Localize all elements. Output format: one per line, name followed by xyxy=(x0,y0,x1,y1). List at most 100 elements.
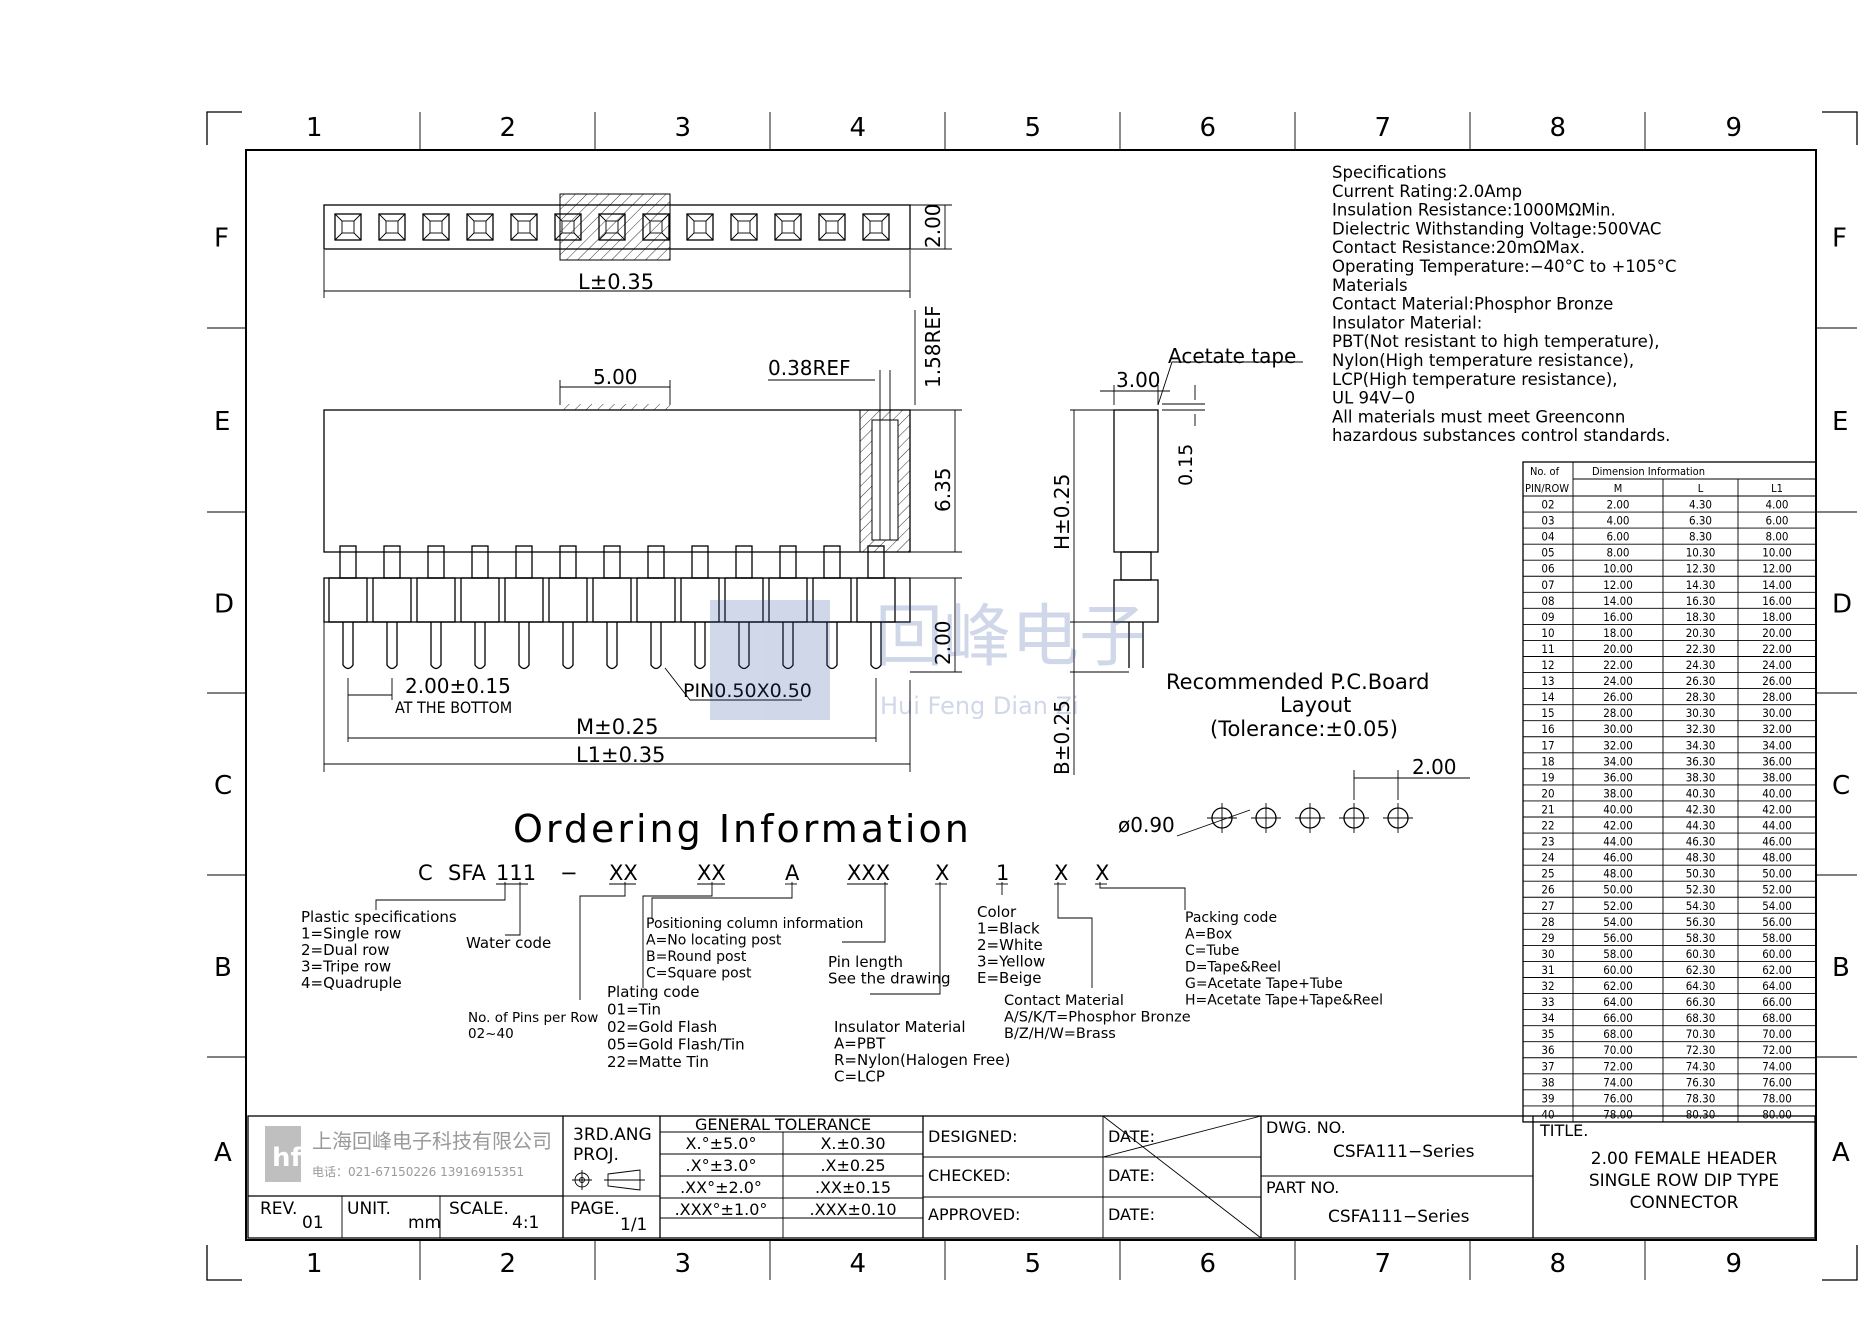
table-cell: 4.00 xyxy=(1765,498,1788,512)
ordering-title: Ordering Information xyxy=(513,807,972,851)
contact-corner xyxy=(837,213,846,222)
top-height-dim: 2.00 xyxy=(921,203,945,248)
contact-corner xyxy=(705,232,714,241)
contact-corner xyxy=(705,213,714,222)
spec-line: Specifications xyxy=(1332,163,1447,182)
title-block: hf 上海回峰电子科技有限公司 电话：021-67150226 13916915… xyxy=(247,1115,1816,1239)
contact-outer xyxy=(862,213,890,241)
contact-corner xyxy=(485,213,494,222)
table-cell: 72.00 xyxy=(1762,1043,1792,1057)
contact-corner xyxy=(661,232,670,241)
pin-housing xyxy=(372,577,412,623)
contact-outer xyxy=(598,213,626,241)
tolerance-angle: .XX°±2.0° xyxy=(680,1178,762,1197)
table-cell: 8.00 xyxy=(1765,530,1788,544)
checked-label: CHECKED: xyxy=(928,1166,1011,1185)
grid-col-label: 9 xyxy=(1726,1249,1743,1279)
grid-col-label: 3 xyxy=(675,1249,692,1279)
pin-housing xyxy=(504,577,544,623)
table-cell: 26.00 xyxy=(1603,690,1633,704)
pcb-hole-dim: ø0.90 xyxy=(1118,813,1175,837)
pin-housing xyxy=(548,577,588,623)
pin-upper xyxy=(559,545,577,579)
table-cell: 21 xyxy=(1541,802,1554,816)
table-cell: 20.00 xyxy=(1762,626,1792,640)
pin-tail xyxy=(386,622,398,670)
ref-038-dim: 0.38REF xyxy=(768,356,851,380)
insulator-text: C=LCP xyxy=(834,1068,885,1086)
table-cell: 40.30 xyxy=(1686,786,1716,800)
contact-outer xyxy=(818,213,846,241)
table-cell: 34.00 xyxy=(1603,754,1633,768)
grid-row-label: D xyxy=(214,590,234,620)
spec-line: LCP(High temperature resistance), xyxy=(1332,370,1618,389)
table-cell: 44.00 xyxy=(1603,835,1633,849)
table-cell: 54.00 xyxy=(1603,915,1633,929)
contact-corner xyxy=(554,232,563,241)
tolerance-title: GENERAL TOLERANCE xyxy=(695,1115,871,1134)
table-cell: 6.30 xyxy=(1689,514,1712,528)
pin-tail xyxy=(342,622,354,670)
grid-row-label: B xyxy=(214,953,232,983)
pin-tail xyxy=(430,622,442,670)
company-logo: hf xyxy=(265,1126,303,1182)
top-length-dim: L±0.35 xyxy=(578,270,654,294)
table-cell: 22.30 xyxy=(1686,642,1716,656)
insulator-text: A=PBT xyxy=(834,1035,886,1053)
grid-col-label: 1 xyxy=(306,113,323,143)
table-cell: 70.00 xyxy=(1603,1043,1633,1057)
pin-upper xyxy=(603,545,621,579)
pin-upper xyxy=(515,545,533,579)
pin-housing xyxy=(416,577,456,623)
table-cell: 23 xyxy=(1541,835,1554,849)
table-cell: 16.00 xyxy=(1762,594,1792,608)
spec-line: Contact Resistance:20mΩMax. xyxy=(1332,238,1585,257)
code-part: SFA xyxy=(448,861,486,885)
contact-corner xyxy=(573,232,582,241)
pin-upper xyxy=(383,545,401,579)
tolerance-linear: .XX±0.15 xyxy=(815,1178,891,1197)
pitch-bottom-dim: 2.00±0.15 xyxy=(405,674,511,698)
spec-line: Insulator Material: xyxy=(1332,313,1482,332)
table-cell: 15 xyxy=(1541,706,1554,720)
contact-corner xyxy=(793,232,802,241)
contact-outer xyxy=(774,213,802,241)
grid-col-label: 4 xyxy=(850,1249,867,1279)
table-cell: 56.00 xyxy=(1762,915,1792,929)
table-cell: 24.00 xyxy=(1603,674,1633,688)
spec-line: Operating Temperature:−40°C to +105°C xyxy=(1332,257,1677,276)
table-cell: 09 xyxy=(1541,610,1554,624)
pin-housing xyxy=(328,577,368,623)
contact-corner xyxy=(730,213,739,222)
grid-row-label: E xyxy=(1832,407,1848,437)
title-line: 2.00 FEMALE HEADER xyxy=(1591,1149,1778,1169)
pin-tail xyxy=(738,622,750,670)
table-cell: 39 xyxy=(1541,1091,1554,1105)
table-cell: 13 xyxy=(1541,674,1554,688)
code-part: 1 xyxy=(996,861,1009,885)
contact-outer xyxy=(422,213,450,241)
contact-corner xyxy=(353,232,362,241)
table-cell: 33 xyxy=(1541,995,1554,1009)
contact-corner xyxy=(686,213,695,222)
table-cell: 60.00 xyxy=(1762,947,1792,961)
contact-corner xyxy=(529,213,538,222)
tolerance-linear: .X±0.25 xyxy=(820,1156,885,1175)
contact-corner xyxy=(334,232,343,241)
pcb-title-2: Layout xyxy=(1280,693,1351,717)
contact-corner xyxy=(529,232,538,241)
side-b-dim: B±0.25 xyxy=(1050,700,1074,775)
table-cell: 22 xyxy=(1541,819,1554,833)
code-part: XX xyxy=(609,861,638,885)
contact-corner xyxy=(881,232,890,241)
pcb-pitch-dim: 2.00 xyxy=(1412,755,1457,779)
table-cell: 07 xyxy=(1541,578,1554,592)
table-cell: 30.00 xyxy=(1762,706,1792,720)
table-cell: 76.00 xyxy=(1762,1075,1792,1089)
contact-inner xyxy=(649,220,663,234)
contact-inner xyxy=(781,220,795,234)
table-cell: 76.00 xyxy=(1603,1091,1633,1105)
table-cell: 58.00 xyxy=(1603,947,1633,961)
